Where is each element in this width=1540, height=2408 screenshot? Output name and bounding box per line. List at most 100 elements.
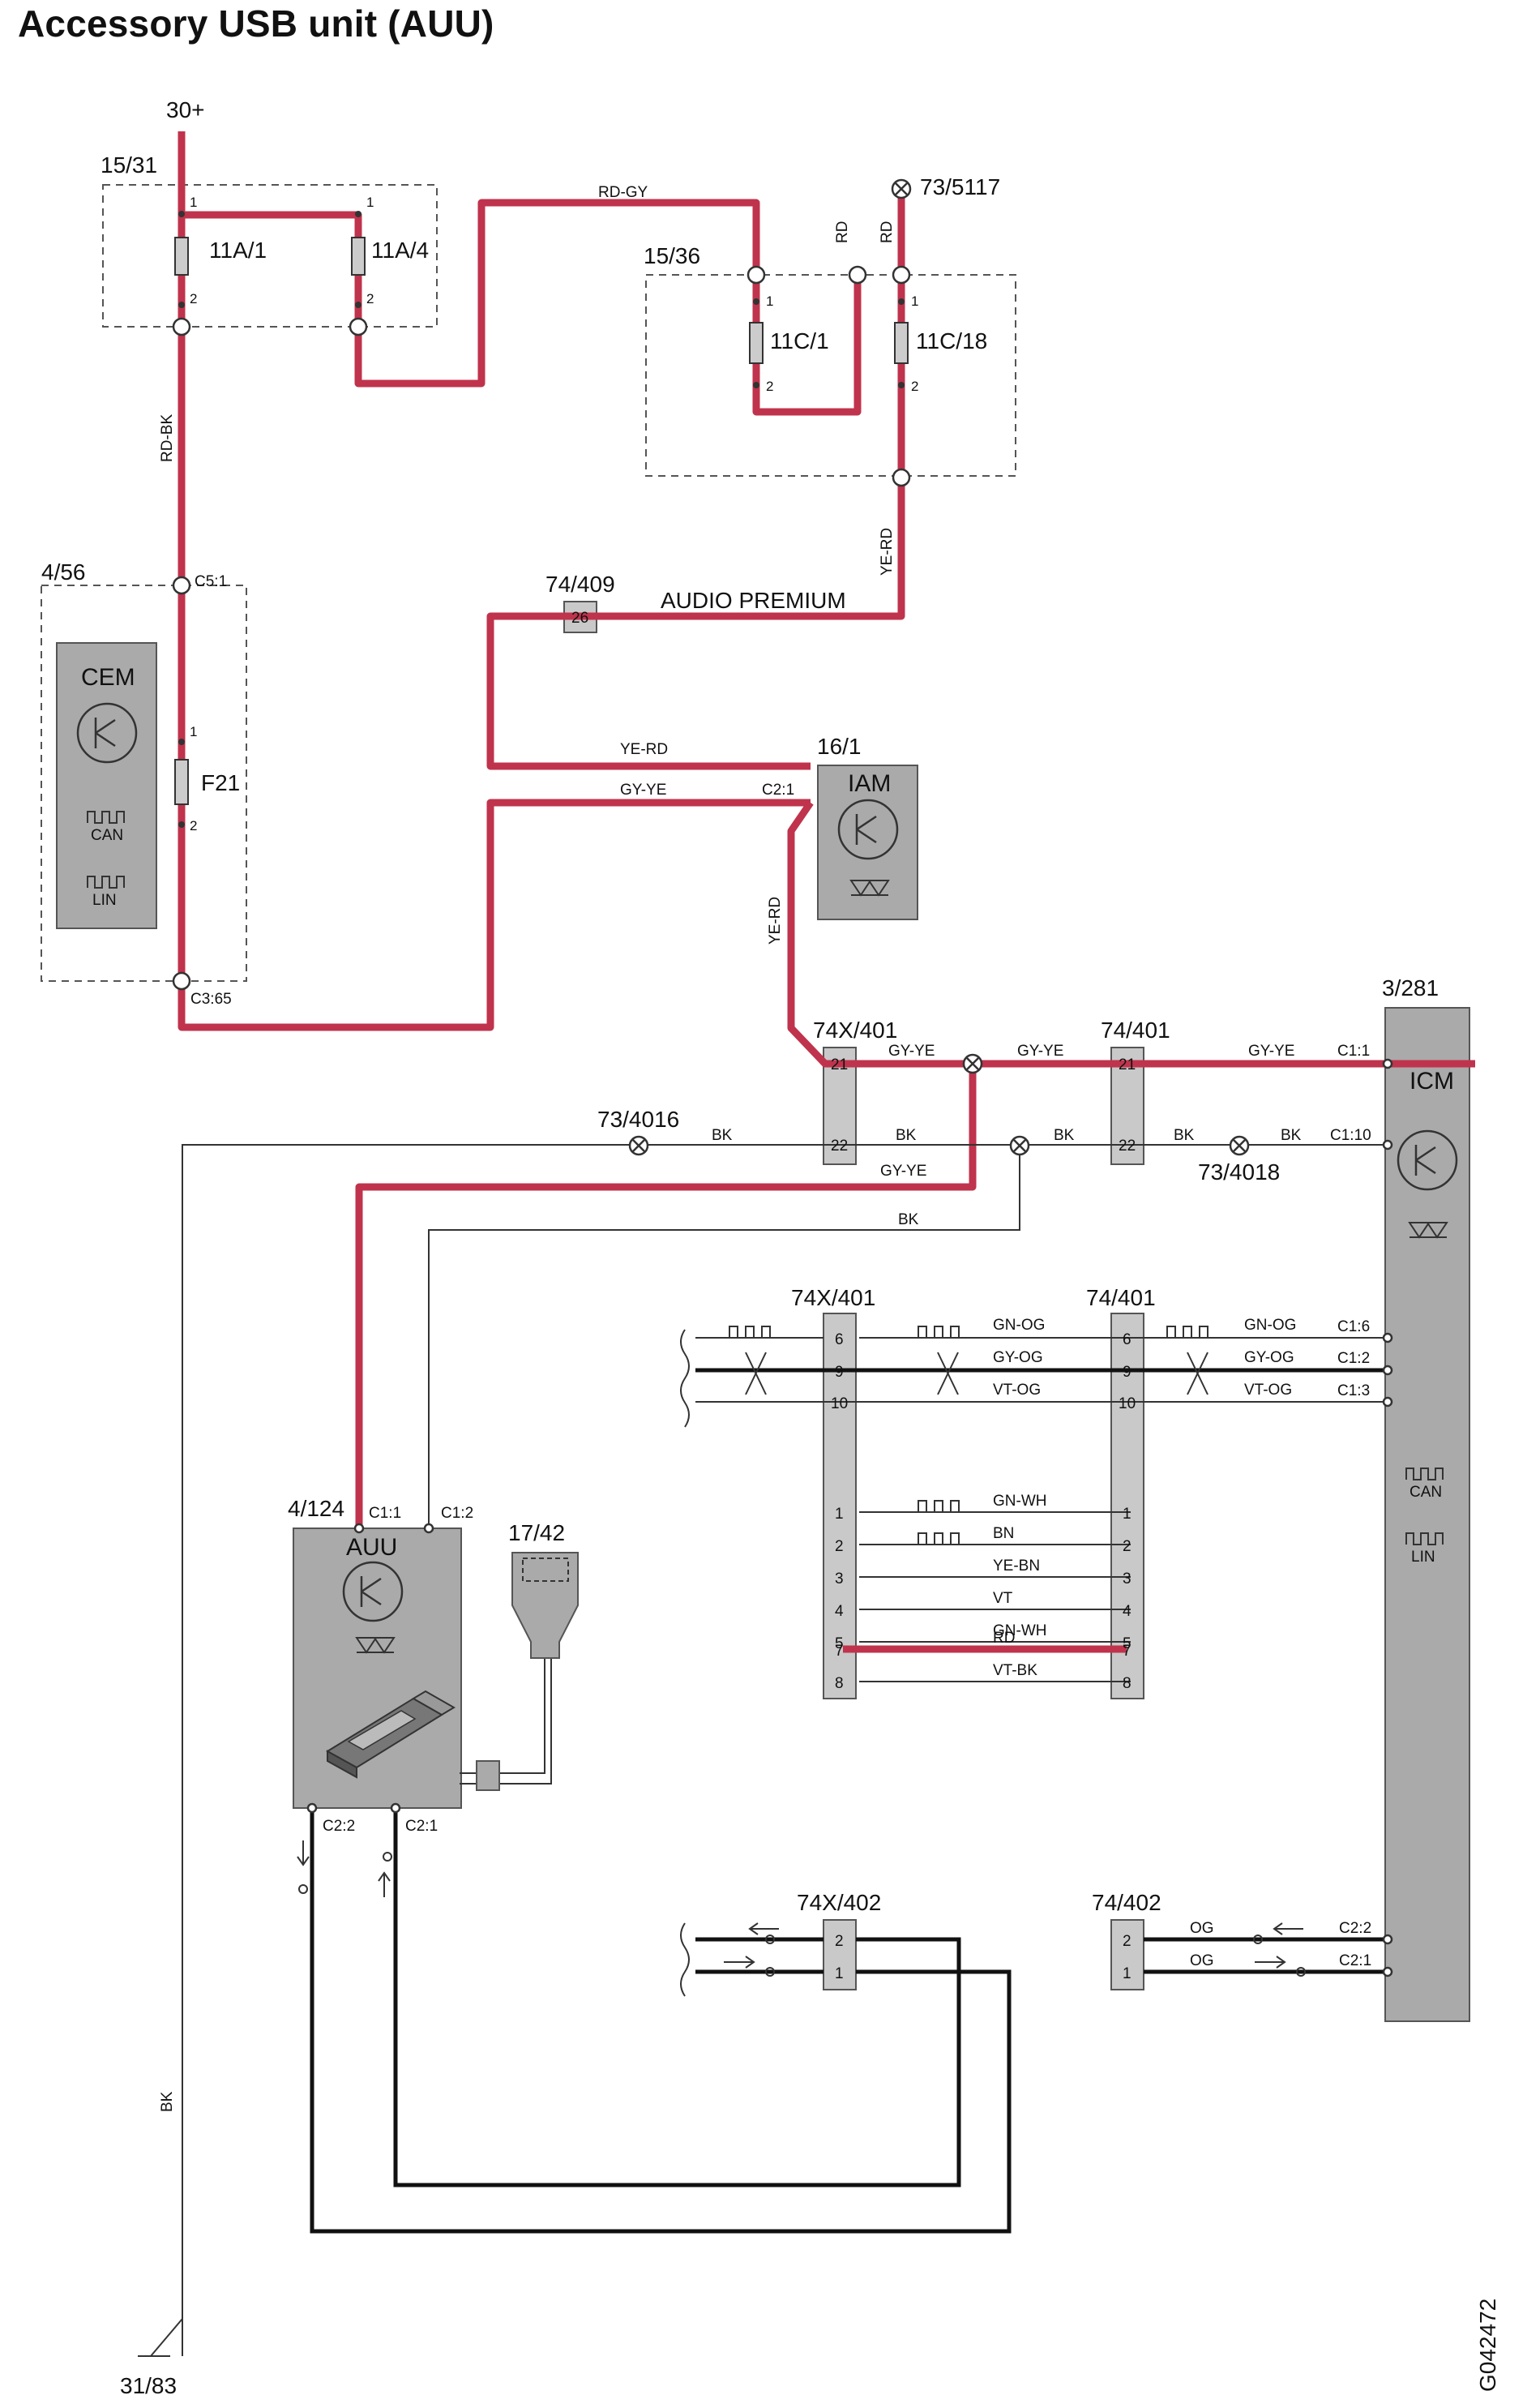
pin-label: 4 [1123, 1603, 1131, 1620]
ground-label: 31/83 [120, 2373, 177, 2398]
wire-rd-label-1: RD [834, 221, 851, 243]
wire-gn-og-label-2: GN-OG [1244, 1317, 1296, 1334]
icm-pin-label: C1:10 [1330, 1127, 1371, 1144]
wire-rd-label-3: RD [993, 1630, 1015, 1647]
bus-wiring [310, 1368, 1388, 2234]
fiber-arrows [297, 1840, 1306, 1977]
x401-ref-low: 74X/401 [791, 1285, 875, 1310]
pin-label: 8 [835, 1675, 844, 1692]
icm-pin-label: C1:1 [1337, 1043, 1370, 1060]
bus-pulse-icons [87, 811, 1444, 1545]
pin-label: 2 [1123, 1538, 1131, 1555]
wire-gn-wh-label-1: GN-WH [993, 1493, 1046, 1510]
pin-mark: 1 [366, 195, 374, 210]
auu-pin-label: C2:2 [323, 1818, 355, 1835]
cem-module [56, 642, 157, 929]
cem-pin-in: C5:1 [195, 573, 227, 590]
auu-module [293, 1527, 462, 1809]
supply-label: 30+ [166, 97, 205, 122]
pin-label: 21 [831, 1056, 848, 1073]
pin-label: 8 [1123, 1675, 1131, 1692]
pin-label: 21 [1119, 1056, 1136, 1073]
wire-ye-rd-label-3: YE-RD [767, 897, 784, 945]
connector-74-401-low [1110, 1313, 1144, 1699]
connector-74x401-low [823, 1313, 857, 1699]
icm-pin-label: C2:1 [1339, 1952, 1371, 1969]
wire-gy-ye-label-1: GY-YE [620, 782, 666, 799]
wire-bk-label-7: BK [159, 2091, 176, 2112]
x402-ref: 74X/402 [797, 1890, 881, 1915]
wire-rd-gy-label: RD-GY [598, 184, 648, 201]
wire-bk-label-1: BK [712, 1127, 733, 1144]
iam-name: IAM [848, 770, 891, 797]
pin-mark: 2 [911, 379, 918, 394]
connector-74-409-pin: 26 [571, 610, 588, 627]
auu-name: AUU [346, 1534, 397, 1561]
wire-bk-label-2: BK [896, 1127, 917, 1144]
wire-rd-bk-label: RD-BK [159, 414, 176, 462]
icm-ref: 3/281 [1382, 975, 1439, 1000]
wire-vt-og-label-1: VT-OG [993, 1382, 1041, 1399]
icm-can-label: CAN [1410, 1484, 1442, 1501]
wire-rd-label-2: RD [879, 221, 896, 243]
module-diode-icons [355, 880, 1448, 1654]
pin-mark: 1 [190, 195, 197, 210]
pin-label: 1 [835, 1965, 844, 1982]
connector-74-402 [1110, 1919, 1144, 1990]
usb-port-ref: 17/42 [508, 1520, 565, 1545]
icm-pin-label: C2:2 [1339, 1920, 1371, 1937]
splice-73-4018-label: 73/4018 [1198, 1159, 1280, 1185]
splice-73-4016-label: 73/4016 [597, 1107, 679, 1132]
pin-label: 9 [835, 1364, 844, 1381]
pin-label: 1 [1123, 1506, 1131, 1523]
fuse-box-15-36-label: 15/36 [644, 243, 700, 268]
pin-label: 5 [1123, 1635, 1131, 1652]
wire-vt-bk-label: VT-BK [993, 1662, 1037, 1679]
fuse-11c1-label: 11C/1 [770, 328, 829, 353]
wire-bk-label-4: BK [1174, 1127, 1195, 1144]
icm-name: ICM [1410, 1068, 1454, 1095]
auu-pin-label: C1:2 [441, 1505, 473, 1522]
twisted-pair-symbols [680, 1329, 1208, 1997]
wire-ye-rd-label-1: YE-RD [879, 528, 896, 576]
pulse-glyphs [729, 1326, 1208, 1545]
pin-mark: 2 [766, 379, 773, 394]
iam-pin: C2:1 [762, 782, 794, 799]
pin-label: 22 [831, 1138, 848, 1155]
x401-ref-top: 74X/401 [813, 1018, 897, 1043]
wire-gn-og-label-1: GN-OG [993, 1317, 1045, 1334]
pin-label: 6 [835, 1331, 844, 1348]
usb-stick-icon [326, 1690, 456, 1779]
pin-mark: 2 [190, 291, 197, 306]
wire-gy-ye-label-5: GY-YE [880, 1163, 926, 1180]
c401-ref-top: 74/401 [1101, 1018, 1170, 1043]
module-transistor-icons [76, 702, 1458, 1622]
splice-73-5117-label: 73/5117 [920, 174, 1000, 199]
auu-ref: 4/124 [288, 1496, 344, 1521]
splice-symbols [628, 178, 1250, 1156]
wire-gy-ye-label-4: GY-YE [1248, 1043, 1294, 1060]
auu-pin-label: C2:1 [405, 1818, 438, 1835]
fuse-box-15-31-label: 15/31 [101, 152, 157, 178]
cem-pin-out: C3:65 [190, 991, 232, 1008]
icm-module [1384, 1007, 1470, 2022]
pin-mark: 1 [911, 294, 918, 309]
pin-mark: 2 [366, 291, 374, 306]
icm-pin-label: C1:2 [1337, 1350, 1370, 1367]
wire-gy-og-label-2: GY-OG [1244, 1349, 1294, 1366]
connector-74x402 [823, 1919, 857, 1990]
iam-module [817, 765, 918, 920]
pin-label: 1 [835, 1506, 844, 1523]
pin-label: 6 [1123, 1331, 1131, 1348]
audio-premium-label: AUDIO PREMIUM [661, 588, 846, 613]
pin-label: 9 [1123, 1364, 1131, 1381]
fuse-box-15-31-outline [102, 184, 438, 328]
wire-gy-ye-label-2: GY-YE [888, 1043, 935, 1060]
pin-label: 10 [1119, 1395, 1136, 1412]
pin-label: 7 [1123, 1643, 1131, 1660]
auu-pin-label: C1:1 [369, 1505, 401, 1522]
pin-label: 2 [1123, 1933, 1131, 1950]
pin-label: 2 [835, 1933, 844, 1950]
wire-gy-og-label-1: GY-OG [993, 1349, 1043, 1366]
pin-mark: 1 [190, 724, 197, 739]
